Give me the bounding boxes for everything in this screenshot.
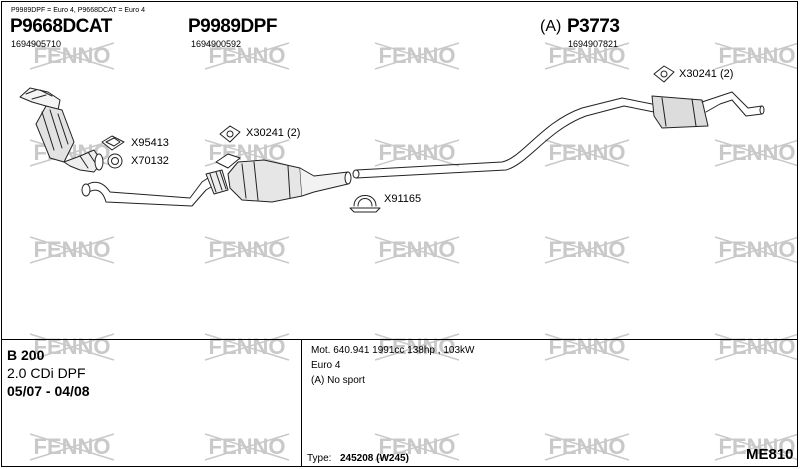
table-divider-horizontal — [2, 339, 797, 340]
motor-note: (A) No sport — [311, 375, 365, 386]
label-x70132[interactable]: X70132 — [131, 155, 169, 167]
watermark-tile: FENNO — [544, 236, 630, 264]
watermark-stroke — [204, 236, 290, 264]
watermark-stroke — [29, 236, 115, 264]
watermark-tile: FENNO — [29, 333, 115, 361]
watermark-tile: FENNO — [204, 236, 290, 264]
watermark-tile: FENNO — [714, 139, 797, 167]
watermark-tile: FENNO — [29, 236, 115, 264]
rear-silencer-part[interactable] — [352, 91, 765, 179]
watermark-stroke — [374, 42, 460, 70]
watermark-stroke — [29, 433, 115, 461]
watermark-stroke — [204, 433, 290, 461]
watermark-stroke — [544, 333, 630, 361]
watermark-stroke — [29, 139, 115, 167]
gasket-icon-x30241-right[interactable] — [653, 65, 675, 83]
label-x30241-right[interactable]: X30241 (2) — [679, 68, 734, 80]
watermark-stroke — [374, 236, 460, 264]
vehicle-years: 05/07 - 04/08 — [7, 383, 90, 399]
exhaust-drawing — [19, 65, 765, 213]
euro-note: P9989DPF = Euro 4, P9668DCAT = Euro 4 — [11, 7, 145, 14]
part-code-rear-silencer[interactable]: P3773 — [567, 16, 620, 37]
watermark-stroke — [714, 333, 797, 361]
part-number-rear-silencer: 1694907821 — [568, 39, 619, 49]
watermark-stroke — [29, 333, 115, 361]
watermark-tile: FENNO — [204, 333, 290, 361]
watermark-stroke — [544, 139, 630, 167]
type-value: 245208 (W245) — [340, 453, 409, 464]
clamp-icon-x91165[interactable] — [349, 195, 381, 213]
watermark-tile: FENNO — [544, 42, 630, 70]
watermark-stroke — [374, 139, 460, 167]
watermark-stroke — [714, 42, 797, 70]
watermark-stroke — [544, 236, 630, 264]
watermark-tile: FENNO — [544, 139, 630, 167]
type-label: Type: — [307, 453, 332, 464]
watermark-tile: FENNO — [29, 433, 115, 461]
label-x95413[interactable]: X95413 — [131, 137, 169, 149]
front-catalyst-part[interactable] — [19, 87, 104, 173]
gasket-icon-x30241-mid[interactable] — [219, 125, 241, 143]
part-code-dpf[interactable]: P9989DPF — [188, 16, 277, 37]
watermark-tile: FENNO — [374, 333, 460, 361]
watermark-tile: FENNO — [374, 139, 460, 167]
watermark-tile: FENNO — [714, 433, 797, 461]
motor-euro: Euro 4 — [311, 360, 341, 371]
label-x91165[interactable]: X91165 — [384, 193, 422, 205]
vehicle-engine: 2.0 CDi DPF — [7, 365, 86, 381]
watermark-stroke — [204, 42, 290, 70]
watermark-stroke — [714, 236, 797, 264]
watermark-stroke — [714, 139, 797, 167]
watermark-stroke — [29, 42, 115, 70]
watermark-tile: FENNO — [374, 42, 460, 70]
diagram-code: ME810 — [746, 446, 794, 463]
watermark-stroke — [544, 433, 630, 461]
part-code-front-catalyst[interactable]: P9668DCAT — [10, 16, 112, 37]
watermark-tile: FENNO — [714, 42, 797, 70]
watermark-tile: FENNO — [374, 433, 460, 461]
table-divider-vertical — [301, 339, 302, 466]
part-number-front-catalyst: 1694905710 — [11, 39, 62, 49]
watermark-tile: FENNO — [544, 433, 630, 461]
part-prefix-rear: (A) — [540, 18, 562, 35]
watermark-tile: FENNO — [374, 236, 460, 264]
clamp-icon-x95413[interactable] — [101, 135, 125, 151]
watermark-tile: FENNO — [29, 42, 115, 70]
watermark-tile: FENNO — [714, 236, 797, 264]
watermark-stroke — [374, 333, 460, 361]
watermark-stroke — [714, 433, 797, 461]
watermark-stroke — [374, 433, 460, 461]
watermark-stroke — [544, 42, 630, 70]
front-pipe-part[interactable] — [81, 153, 241, 207]
watermark-tile: FENNO — [544, 333, 630, 361]
part-number-dpf: 1694900592 — [191, 39, 242, 49]
dpf-part[interactable] — [227, 159, 352, 203]
watermark-tile: FENNO — [714, 333, 797, 361]
watermark-tile: FENNO — [204, 433, 290, 461]
ring-icon-x70132[interactable] — [107, 153, 123, 169]
watermark-stroke — [204, 333, 290, 361]
label-x30241-mid[interactable]: X30241 (2) — [246, 127, 301, 139]
motor-spec: Mot. 640.941 1991cc 138hp , 103kW — [311, 345, 475, 356]
vehicle-model: B 200 — [7, 347, 45, 363]
watermark-tile: FENNO — [204, 42, 290, 70]
